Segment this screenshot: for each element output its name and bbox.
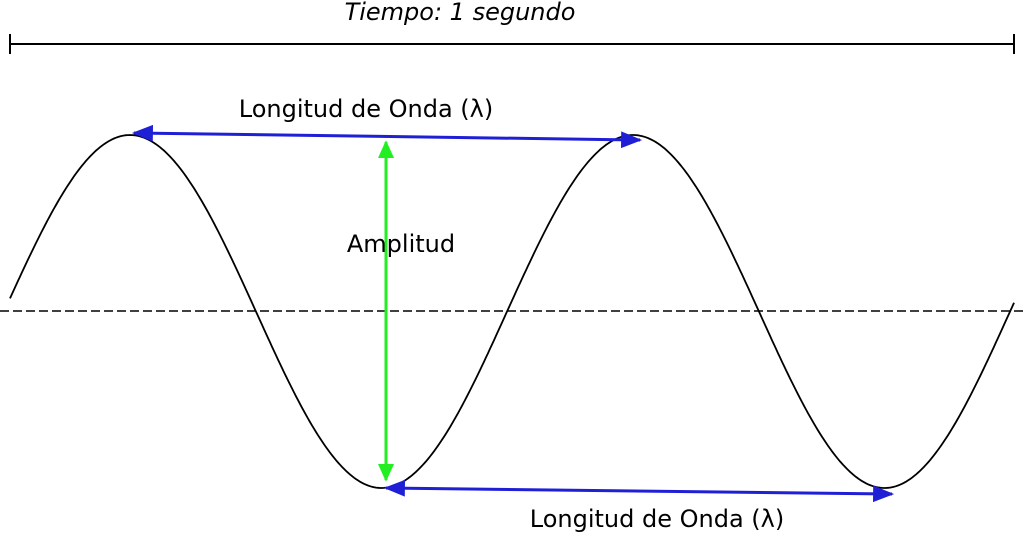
sine-wave (9, 134, 1015, 489)
wavelength-arrow-top (131, 124, 643, 149)
time-span-bar (9, 34, 1015, 54)
amplitude-label: Amplitud (347, 230, 455, 258)
wavelength-label-bottom: Longitud de Onda (λ) (530, 505, 784, 533)
wavelength-label-top: Longitud de Onda (λ) (239, 95, 493, 123)
wavelength-arrow-bottom (383, 479, 895, 503)
time-label: Tiempo: 1 segundo (345, 0, 576, 26)
